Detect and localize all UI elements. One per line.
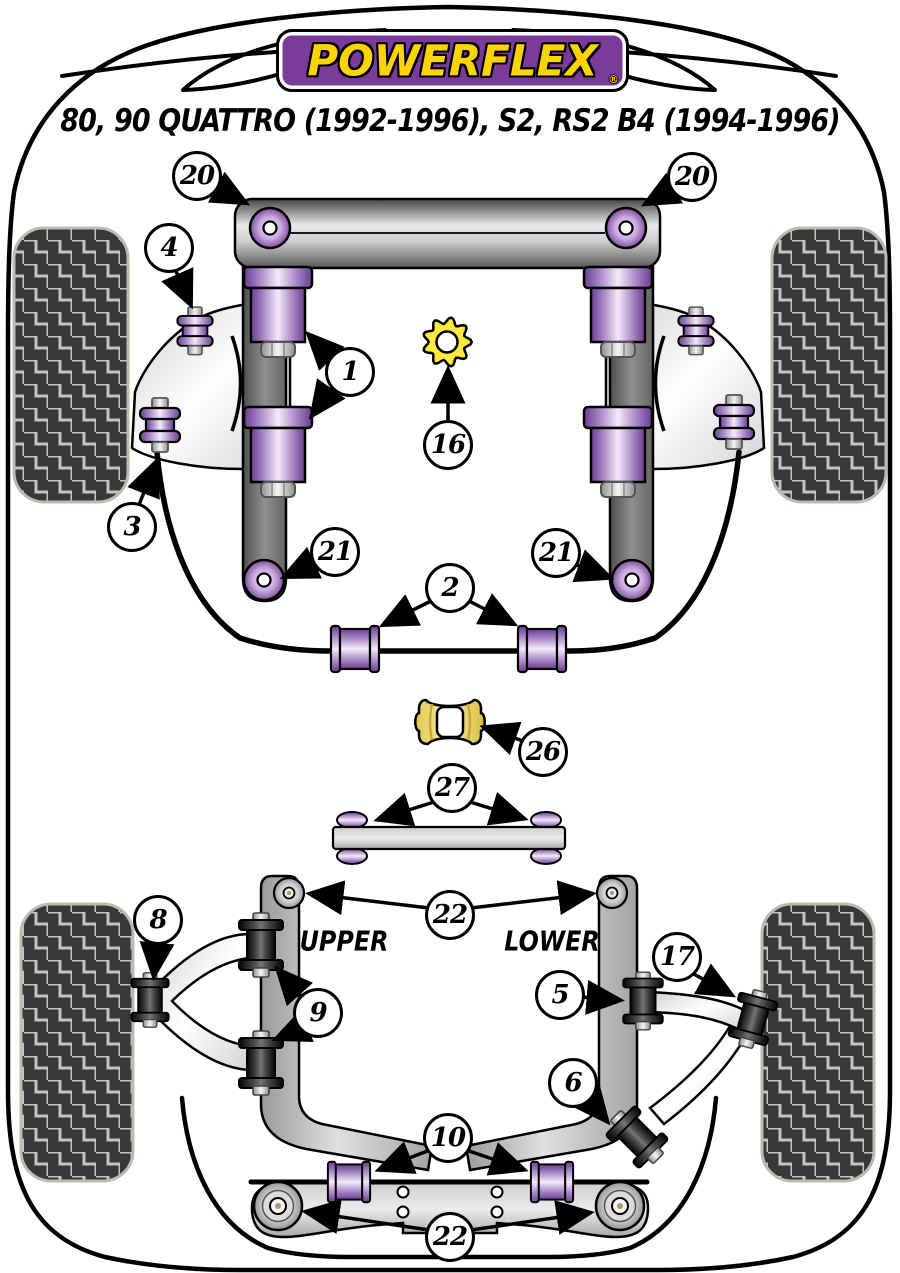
tires	[12, 226, 888, 1183]
callout-10[interactable]: 10	[423, 1113, 473, 1163]
callout-9[interactable]: 9	[293, 988, 343, 1038]
callout-20[interactable]: 20	[172, 151, 222, 201]
callout-27[interactable]: 27	[427, 763, 477, 813]
callout-21[interactable]: 21	[310, 527, 360, 577]
callout-16[interactable]: 16	[423, 420, 473, 470]
rear-lower-arm-rear-right	[648, 1024, 749, 1126]
callout-6[interactable]: 6	[548, 1058, 598, 1108]
rear-left-tire	[19, 902, 135, 1183]
callout-21[interactable]: 21	[531, 528, 581, 578]
callout-17[interactable]: 17	[652, 932, 702, 982]
gearbox-crossmember-27	[331, 825, 567, 851]
callout-arrows	[127, 171, 737, 1235]
callout-22[interactable]: 22	[425, 1212, 475, 1262]
front-anti-roll-bar	[154, 449, 742, 654]
callout-22[interactable]: 22	[425, 890, 475, 940]
callout-26[interactable]: 26	[518, 727, 568, 777]
rear-upper-arm-left	[150, 932, 252, 1072]
callout-5[interactable]: 5	[535, 970, 585, 1020]
callout-3[interactable]: 3	[107, 502, 157, 552]
gearbox-mounts	[331, 698, 567, 865]
callout-2[interactable]: 2	[425, 563, 475, 613]
callout-8[interactable]: 8	[133, 895, 183, 945]
front-suspension	[130, 197, 766, 674]
callout-1[interactable]: 1	[325, 347, 375, 397]
callout-4[interactable]: 4	[144, 223, 194, 273]
callout-20[interactable]: 20	[667, 152, 717, 202]
front-right-tire	[770, 226, 888, 504]
front-left-tire	[12, 226, 130, 504]
